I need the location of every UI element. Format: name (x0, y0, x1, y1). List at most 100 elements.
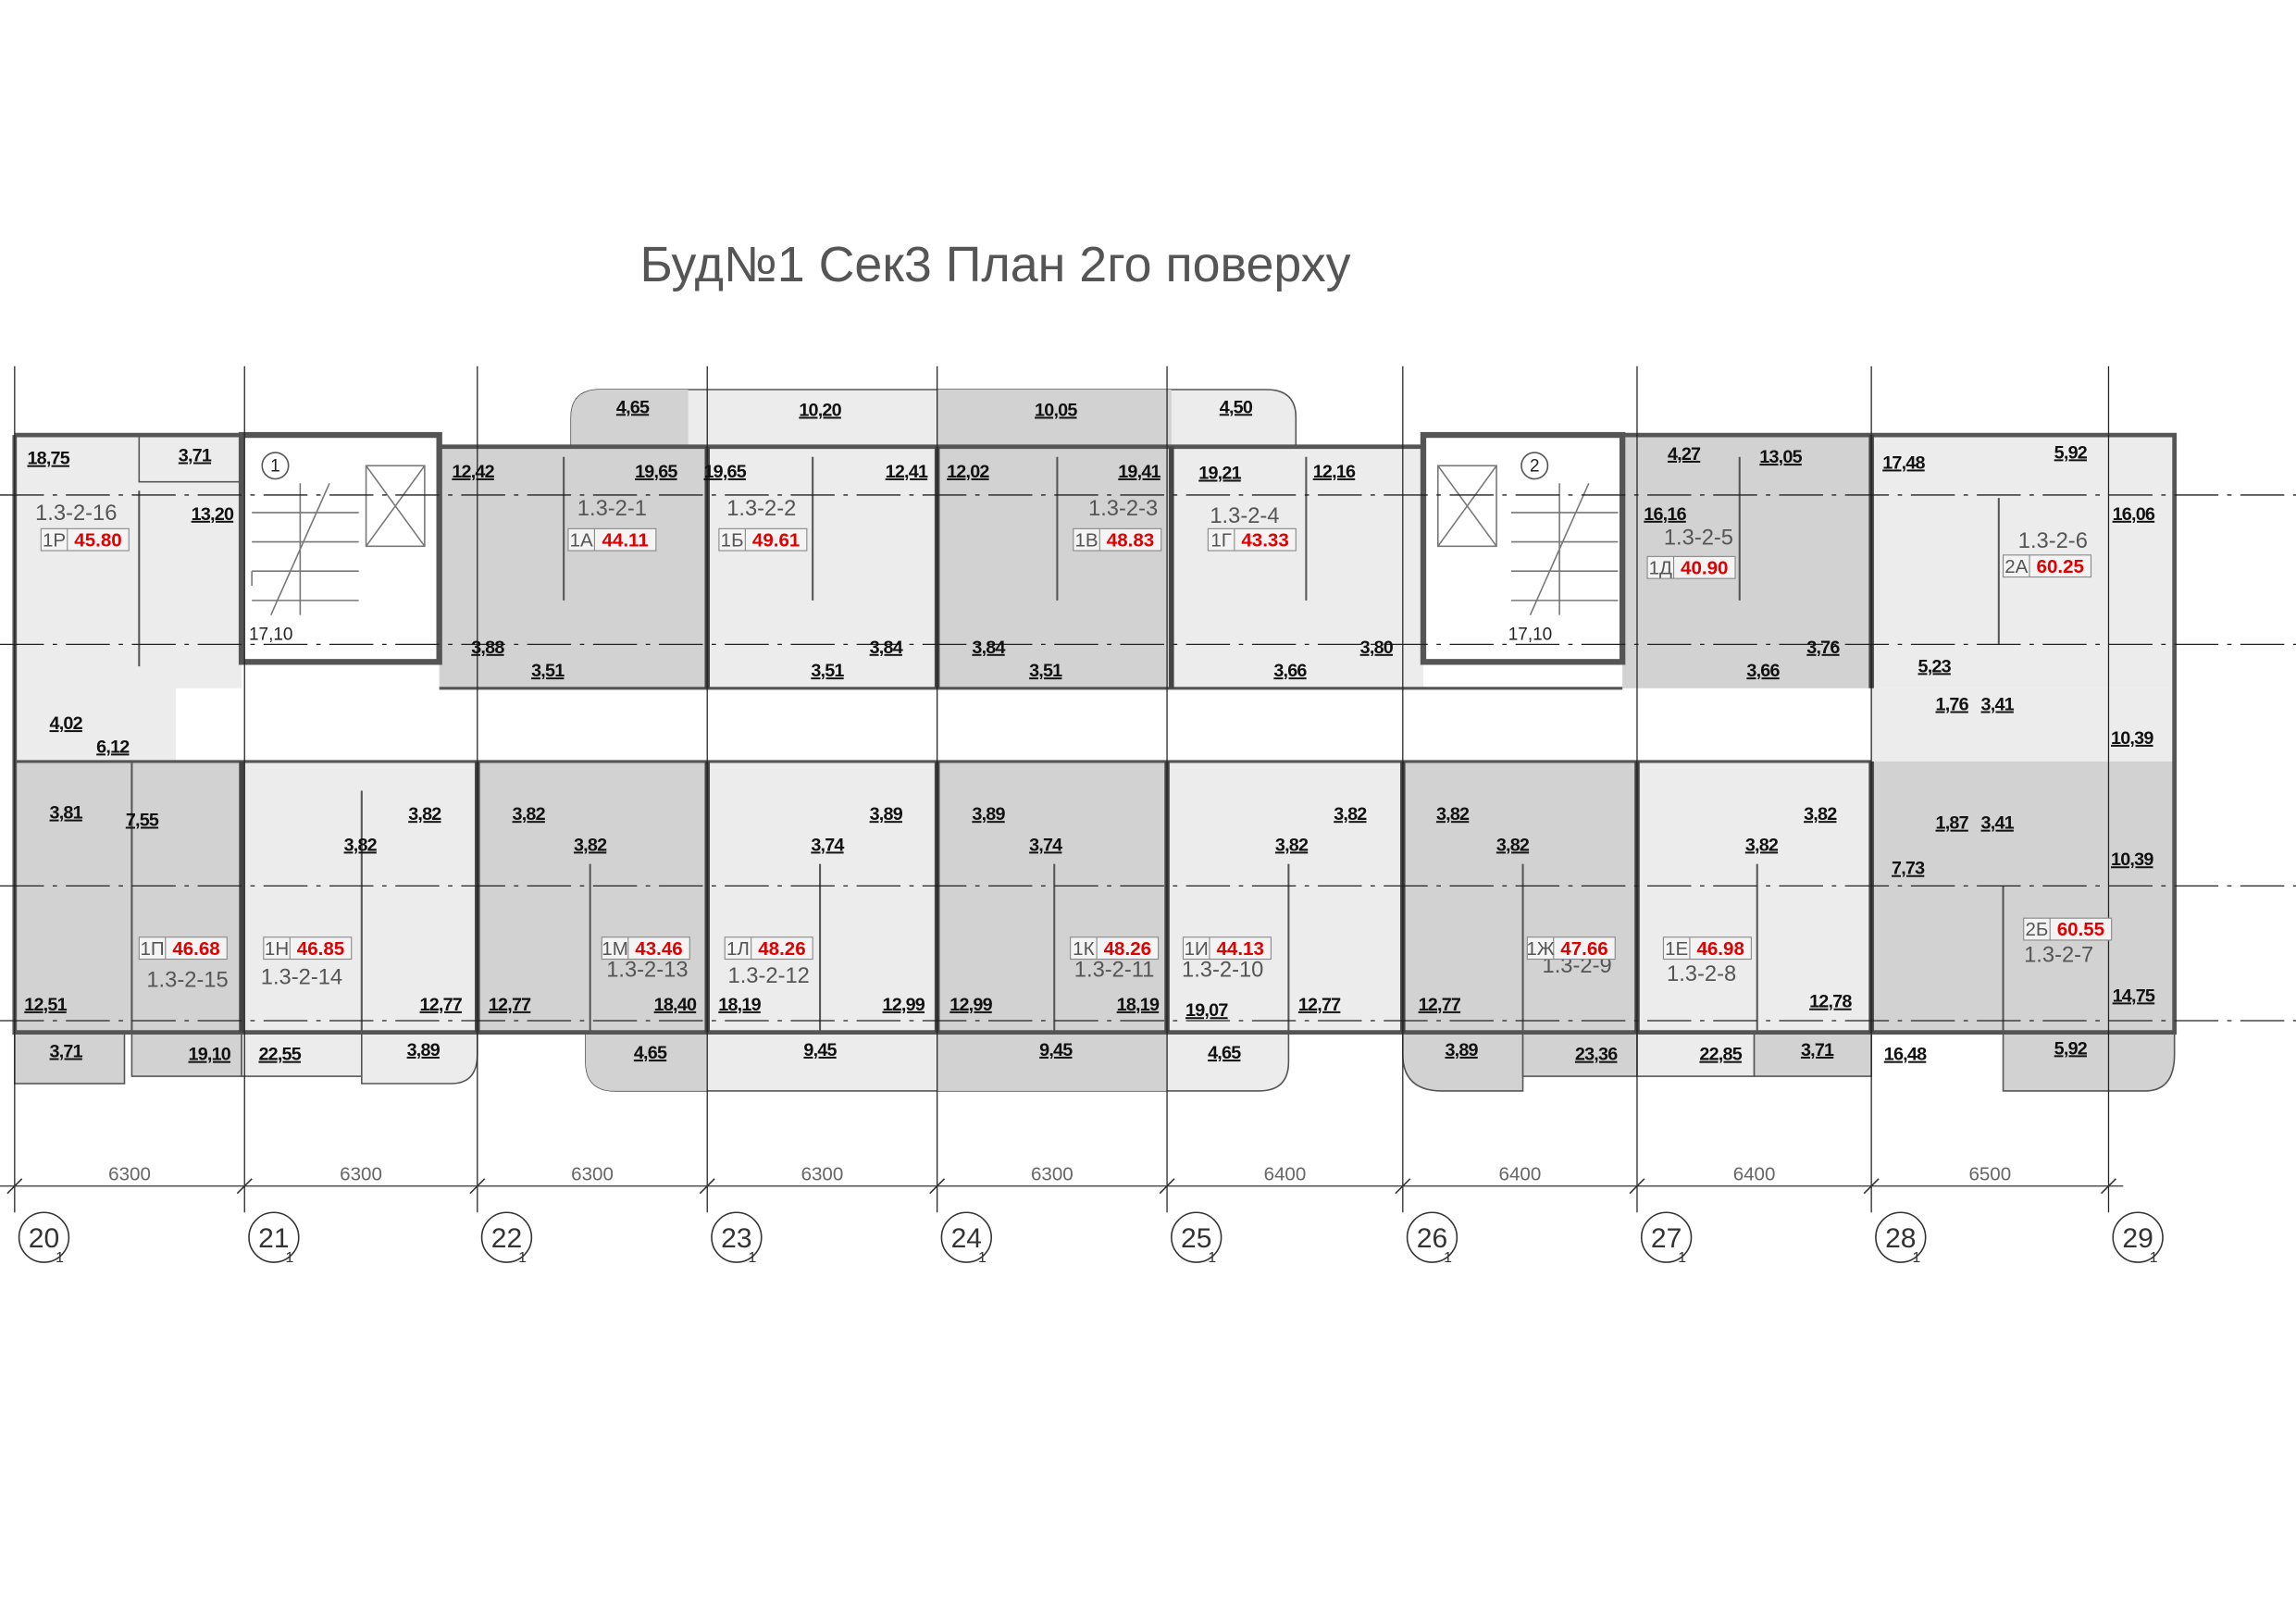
room-area: 7,55 (126, 811, 159, 831)
apartment-type: 1Р (43, 529, 66, 551)
axis-label: 20 (29, 1223, 59, 1254)
apartment-type: 1Ж (1526, 938, 1554, 960)
room-area: 19,10 (189, 1045, 231, 1065)
room-area: 23,36 (1575, 1045, 1618, 1065)
room-area: 3,41 (1981, 695, 2015, 715)
apartment-badge (1073, 527, 1162, 552)
axis-spacing: 6300 (340, 1163, 382, 1184)
apartment-area: 40.90 (1681, 557, 1728, 578)
apartment-area: 46.68 (172, 938, 219, 960)
axis-sublabel: 1 (1444, 1250, 1452, 1266)
room-area: 3,82 (574, 835, 607, 855)
room-area: 12,51 (24, 995, 67, 1015)
axis-spacing: 6300 (1031, 1163, 1074, 1184)
room-area: 3,76 (1806, 638, 1840, 658)
room-area: 10,39 (2111, 728, 2153, 749)
room-area: 3,51 (531, 661, 565, 681)
axis-label: 27 (1651, 1223, 1682, 1254)
room-area: 3,82 (1436, 804, 1470, 824)
room-area: 4,65 (616, 397, 650, 417)
room-area: 12,16 (1313, 462, 1356, 482)
room-area: 3,66 (1273, 661, 1307, 681)
room-area: 9,45 (803, 1040, 837, 1060)
apartment-area: 44.11 (602, 529, 648, 551)
apartment-badge (601, 936, 690, 961)
axis-bubble (1171, 1211, 1222, 1263)
room-area: 3,88 (471, 638, 504, 658)
apartment-id: 1.3-2-5 (1664, 527, 1733, 551)
room-area: 3,82 (1334, 804, 1367, 824)
room-area: 3,82 (1496, 835, 1530, 855)
apartment-badge (718, 527, 808, 552)
room-area: 4,02 (50, 713, 83, 734)
room-area: 19,41 (1118, 462, 1160, 482)
room-area: 19,07 (1185, 1000, 1228, 1021)
room-area: 3,84 (870, 638, 903, 658)
room-area: 3,74 (811, 835, 844, 855)
room-area: 12,77 (1298, 995, 1341, 1015)
apartment-area: 43.33 (1241, 529, 1288, 551)
room-area: 16,06 (2113, 504, 2155, 525)
room-area: 12,02 (947, 462, 989, 482)
room-area: 3,82 (513, 804, 546, 824)
axis-sublabel: 1 (978, 1250, 987, 1266)
room-area: 13,20 (192, 504, 234, 525)
room-area: 17,48 (1882, 452, 1925, 473)
axis-label: 26 (1417, 1223, 1447, 1254)
axis-sublabel: 1 (56, 1250, 64, 1266)
apartment-id: 1.3-2-3 (1088, 497, 1158, 521)
apartment-badge (2002, 554, 2092, 578)
axis-label: 24 (951, 1223, 982, 1254)
horizontal-axis-lines (0, 494, 2296, 1022)
apartment-badge (40, 527, 130, 552)
apartment-badge (724, 936, 813, 961)
axis-label: 21 (258, 1223, 289, 1254)
apartment-area: 47.66 (1560, 938, 1607, 960)
apartment-area: 48.26 (758, 938, 805, 960)
room-area: 22,85 (1699, 1045, 1742, 1065)
room-area: 3,41 (1981, 813, 2015, 834)
apartment-type: 1К (1073, 938, 1094, 960)
room-area: 12,77 (420, 995, 463, 1015)
axis-label: 28 (1885, 1223, 1916, 1254)
apartment-area: 44.13 (1216, 938, 1263, 960)
apartment-badge (1526, 936, 1616, 961)
room-area: 3,82 (344, 835, 378, 855)
room-area: 3,81 (50, 803, 83, 824)
room-area: 1,76 (1936, 695, 1969, 715)
axis-spacing: 6500 (1968, 1163, 2011, 1184)
apartment-type: 1Е (1665, 938, 1688, 960)
apartment-id: 1.3-2-13 (606, 959, 688, 983)
apartment-type: 1А (570, 529, 593, 551)
apartment-area: 45.80 (74, 529, 121, 551)
room-area: 3,80 (1360, 638, 1394, 658)
room-area: 4,65 (1208, 1043, 1241, 1063)
apartment-type: 1Л (726, 938, 750, 960)
axis-label: 25 (1181, 1223, 1211, 1254)
axis-sublabel: 1 (1678, 1250, 1686, 1266)
room-area: 12,77 (489, 995, 531, 1015)
apartment-area: 48.26 (1104, 938, 1151, 960)
axis-label: 22 (491, 1223, 522, 1254)
room-area: 4,27 (1668, 444, 1701, 465)
axis-sublabel: 1 (518, 1250, 527, 1266)
room-area: 12,42 (452, 462, 494, 482)
room-area: 13,05 (1759, 447, 1802, 467)
room-area: 19,21 (1198, 464, 1241, 484)
apartment-type: 1Г (1210, 529, 1232, 551)
apartment-type: 2Б (2025, 919, 2048, 940)
axis-bubble (2112, 1211, 2164, 1263)
